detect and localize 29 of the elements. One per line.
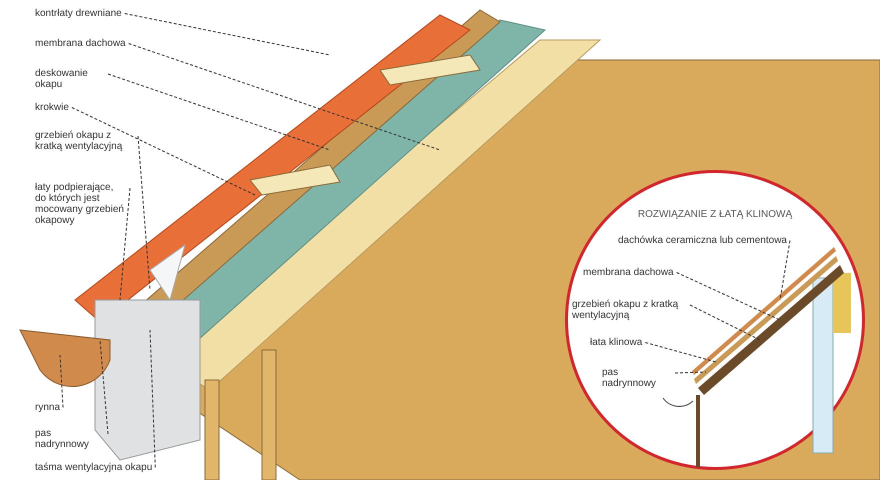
part-label: krokwie (35, 102, 69, 113)
part-label: membrana dachowa (35, 38, 126, 49)
part-label: łata klinowa (590, 337, 642, 348)
part-label: pas nadrynnowy (35, 428, 105, 450)
inset-title: ROZWIĄZANIE Z ŁATĄ KLINOWĄ (636, 209, 794, 220)
leader-line (674, 372, 706, 374)
part-label: grzebień okapu z kratką wentylacyjną (572, 299, 687, 321)
leader-line (108, 74, 330, 150)
leader-line (120, 188, 130, 300)
leader-line (690, 304, 760, 340)
leader-line (60, 354, 64, 408)
part-label: membrana dachowa (583, 267, 674, 278)
leader-line (644, 342, 716, 362)
leader-line (100, 340, 108, 434)
part-label: taśma wentylacyjna okapu (35, 462, 152, 473)
leader-line (780, 240, 790, 300)
part-label: pas nadrynnowy (602, 367, 672, 389)
part-label: kontrłaty drewniane (35, 8, 122, 19)
part-label: łaty podpierające, do których jest mocowany grzebień okapowy (35, 182, 127, 226)
leader-line (676, 272, 780, 320)
leader-line (124, 13, 330, 56)
part-label: deskowanie okapu (35, 68, 105, 90)
leader-line (138, 136, 150, 290)
leader-line (150, 330, 156, 468)
leader-line (128, 43, 440, 150)
leader-line (71, 107, 256, 196)
part-label: rynna (35, 402, 60, 413)
part-label: dachówka ceramiczna lub cementowa (618, 235, 787, 246)
part-label: grzebień okapu z kratką wentylacyjną (35, 130, 135, 152)
